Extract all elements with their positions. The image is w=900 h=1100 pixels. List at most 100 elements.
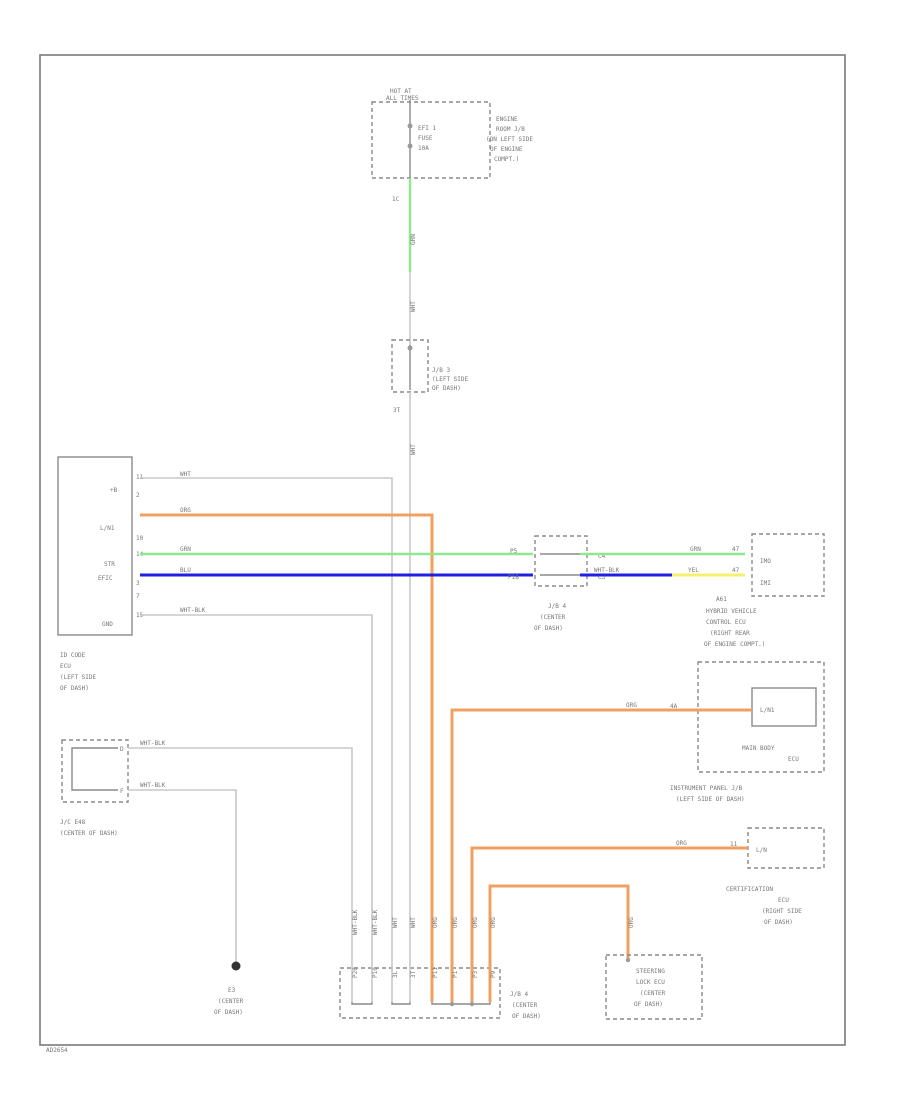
instrument-jb-pin: L/N1 bbox=[760, 707, 775, 714]
id-ecu-label-4: OF DASH) bbox=[60, 685, 89, 692]
wire-wht-blk-jc-f-label: WHT-BLK bbox=[140, 782, 166, 789]
jb3-label-1: J/B 3 bbox=[432, 367, 450, 374]
id-ecu-pinno-1: 11 bbox=[136, 474, 144, 481]
jb4b-bus-2 bbox=[391, 1002, 411, 1005]
hv-ecu-label-2: CONTROL ECU bbox=[706, 619, 746, 626]
wire-wht-plus-b bbox=[140, 477, 393, 910]
wire-wht-power-label: WHT bbox=[410, 301, 417, 312]
wire-blu-to-hv-label: WHT-BLK bbox=[594, 567, 620, 574]
hv-ecu-box bbox=[751, 533, 825, 597]
engine-room-jb: HOT AT ALL TIMES EFI 1 FUSE 10A ENGINE R… bbox=[371, 88, 533, 190]
wire-yel-to-hv-label: YEL bbox=[688, 567, 699, 574]
junction-connector-e48: D F J/C E48 (CENTER OF DASH) bbox=[60, 739, 129, 837]
jb4-bottom: WHT-BLK WHT-BLK WHT WHT ORG ORG ORG ORG … bbox=[339, 909, 541, 1020]
instrument-panel-jb: L/N1 4A MAIN BODY ECU INSTRUMENT PANEL J… bbox=[670, 661, 825, 803]
wire-org-cert-label: ORG bbox=[676, 840, 687, 847]
engine-jb-loc-2: ROOM J/B bbox=[496, 126, 525, 133]
wire-org-steering-label: ORG bbox=[628, 917, 635, 928]
jb4b-wire-label-5: ORG bbox=[432, 917, 439, 928]
engine-jb-loc-5: COMPT.) bbox=[494, 156, 519, 163]
fuse-rating: 10A bbox=[418, 145, 429, 152]
hv-ecu-label-3: (RIGHT REAR bbox=[710, 630, 750, 637]
hv-ecu-pinno-1: 47 bbox=[732, 546, 740, 553]
wire-wht-blk-jc-d bbox=[128, 747, 353, 910]
jb4b-wire-label-6: ORG bbox=[452, 917, 459, 928]
hot-label-1: HOT AT bbox=[390, 88, 412, 95]
id-ecu-pin-gnd: GND bbox=[102, 621, 113, 628]
steering-ecu-terminal bbox=[625, 957, 631, 963]
ground-label-3: OF DASH) bbox=[214, 1009, 243, 1016]
id-ecu-pinno-4: 14 bbox=[136, 551, 144, 558]
jb4b-wire-label-8: ORG bbox=[490, 917, 497, 928]
wire-wht-blk-jc-d-label: WHT-BLK bbox=[140, 740, 166, 747]
id-code-ecu: +B L/N1 STR EFIC GND 11 2 10 14 3 7 15 I… bbox=[57, 456, 144, 692]
engine-jb-loc-3: (ON LEFT SIDE bbox=[486, 136, 533, 143]
id-ecu-pinno-3: 10 bbox=[136, 535, 144, 542]
hv-ecu-connector: A61 bbox=[716, 596, 727, 603]
id-ecu-pinno-7: 15 bbox=[136, 612, 144, 619]
jb4b-wire-label-4: WHT bbox=[410, 917, 417, 928]
jb4b-splice-1 bbox=[449, 1001, 455, 1007]
fuse-word: FUSE bbox=[418, 135, 433, 142]
instrument-jb-pinno: 4A bbox=[670, 703, 678, 710]
wire-org-steering bbox=[488, 884, 630, 958]
jb4-mid-pin-c3: C3 bbox=[598, 574, 606, 581]
steering-ecu-label-1: STEERING bbox=[636, 968, 665, 975]
jc-label-2: (CENTER OF DASH) bbox=[60, 830, 118, 837]
jb4b-pin-label-2: P10 bbox=[372, 967, 379, 978]
fuse-terminal-bottom bbox=[407, 143, 413, 149]
cert-ecu-pinno: 11 bbox=[730, 841, 738, 848]
jb3-terminal bbox=[407, 345, 413, 351]
wire-wht-blk-gnd bbox=[140, 614, 373, 910]
wire-wht-blk-jc-f bbox=[128, 789, 237, 962]
jb4b-label-2: (CENTER bbox=[512, 1002, 538, 1009]
id-ecu-pin-b: +B bbox=[110, 487, 118, 494]
id-ecu-pinno-6: 7 bbox=[136, 593, 140, 600]
id-ecu-pin-ln1: L/N1 bbox=[100, 525, 115, 532]
jb4b-pin-label-7: P3 bbox=[472, 970, 479, 978]
id-ecu-pin-efic: EFIC bbox=[98, 575, 113, 582]
engine-jb-loc-4: OF ENGINE bbox=[490, 146, 523, 153]
instrument-jb-label-2: (LEFT SIDE OF DASH) bbox=[676, 796, 745, 803]
jc-bridge bbox=[71, 747, 118, 791]
jb4-mid-pin-p18: P18 bbox=[508, 574, 519, 581]
jb4b-pin-label-1: P20 bbox=[352, 967, 359, 978]
main-body-ecu-label-2: ECU bbox=[788, 756, 799, 763]
jc-pin-d: D bbox=[120, 746, 124, 753]
wire-org-ln1 bbox=[140, 513, 434, 910]
certification-ecu: L/N 11 CERTIFICATION ECU (RIGHT SIDE OF … bbox=[726, 827, 825, 926]
ground-label-1: E3 bbox=[228, 987, 236, 994]
hv-ecu-label-4: OF ENGINE COMPT.) bbox=[704, 641, 765, 648]
hv-ecu-pin-imo: IMO bbox=[760, 558, 771, 565]
main-body-ecu-inner bbox=[751, 687, 817, 727]
jb4b-wire-label-2: WHT-BLK bbox=[372, 909, 379, 935]
steering-ecu-label-2: LOCK ECU bbox=[636, 979, 665, 986]
id-ecu-label-3: (LEFT SIDE bbox=[60, 674, 97, 681]
jb4-mid-label-3: OF DASH) bbox=[534, 625, 563, 632]
engine-room-jb-box bbox=[371, 101, 491, 179]
jb4-mid-pin-p5: P5 bbox=[510, 548, 518, 555]
steering-ecu-box bbox=[605, 954, 703, 1020]
jb4b-pin-label-3: 3L bbox=[392, 970, 399, 978]
cert-ecu-label-3: (RIGHT SIDE bbox=[762, 908, 802, 915]
jb4-middle: P5 P18 C4 C3 J/B 4 (CENTER OF DASH) bbox=[508, 535, 606, 632]
wire-org-ln1-label: ORG bbox=[180, 507, 191, 514]
id-ecu-pinno-2: 2 bbox=[136, 492, 140, 499]
ground-label-2: (CENTER bbox=[218, 998, 244, 1005]
jb4-mid-label-2: (CENTER bbox=[540, 614, 566, 621]
jb4b-pin-label-8: P9 bbox=[490, 970, 497, 978]
hv-ecu-pinno-2: 47 bbox=[732, 567, 740, 574]
cert-ecu-label-4: OF DASH) bbox=[764, 919, 793, 926]
id-ecu-label-2: ECU bbox=[60, 663, 71, 670]
jb4b-bus-3 bbox=[431, 1002, 491, 1005]
steering-ecu-label-4: OF DASH) bbox=[634, 1001, 663, 1008]
id-code-ecu-box bbox=[57, 456, 133, 636]
jb4b-pin-label-6: P1 bbox=[452, 970, 459, 978]
wire-org-main-body-label: ORG bbox=[626, 702, 637, 709]
instrument-jb-label-1: INSTRUMENT PANEL J/B bbox=[670, 785, 743, 792]
jb4-mid-label-1: J/B 4 bbox=[548, 603, 566, 610]
jb4-middle-box bbox=[534, 535, 588, 587]
wire-wht-jb3-label: WHT bbox=[410, 444, 417, 455]
wire-org-cert bbox=[470, 846, 748, 910]
